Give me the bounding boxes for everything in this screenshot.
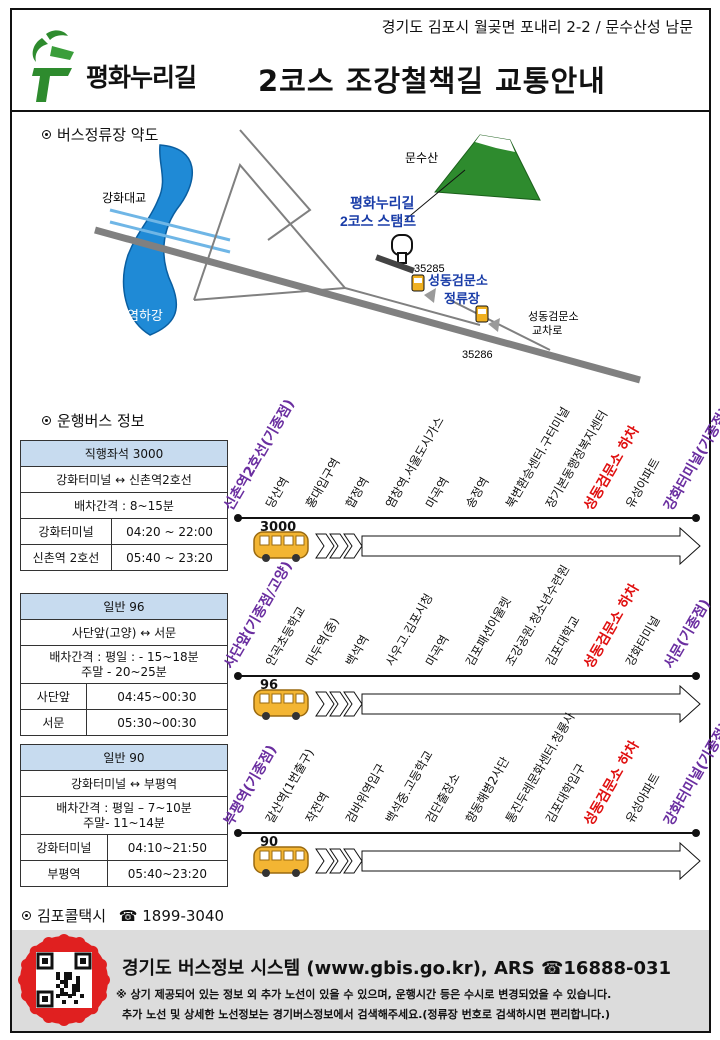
taxi-number: 1899-3040: [142, 907, 225, 925]
direction-chevron: [343, 848, 363, 874]
route-endpoint: [234, 829, 242, 837]
stamp-icon: [375, 234, 415, 274]
route-number: 96: [260, 678, 279, 693]
footer-note-1: ※ 상기 제공되어 있는 정보 외 추가 노선이 있을 수 있으며, 운행시간 …: [116, 988, 612, 1001]
direction-chevron: [329, 533, 349, 559]
direction-chevron: [329, 848, 349, 874]
brand-name: 평화누리길: [86, 63, 197, 92]
qr-code-icon[interactable]: [18, 934, 110, 1026]
direction-chevron: [315, 533, 335, 559]
footer: 경기도 버스정보 시스템 (www.gbis.go.kr), ARS ☎1688…: [12, 930, 709, 1031]
svg-text:35285: 35285: [414, 263, 445, 275]
footer-note-2: 추가 노선 및 상세한 노선정보는 경기버스정보에서 검색해주세요.(정류장 번…: [122, 1008, 611, 1021]
route-number: 3000: [260, 520, 297, 535]
svg-text:강화대교: 강화대교: [102, 191, 146, 205]
route-line-svg: [234, 829, 701, 881]
direction-chevron: [329, 691, 349, 717]
direction-chevron: [315, 848, 335, 874]
svg-text:35286: 35286: [462, 349, 493, 361]
bus-icon: [253, 689, 309, 720]
direction-arrow: [361, 684, 701, 724]
direction-chevron: [315, 691, 335, 717]
route-endpoint: [692, 829, 700, 837]
bullet-icon: [42, 130, 51, 139]
bus-icon: [253, 531, 309, 562]
route-endpoint: [692, 514, 700, 522]
svg-text:성동검문소: 성동검문소: [428, 273, 488, 288]
bus-icon: [253, 846, 309, 877]
bus-section-label: 운행버스 정보: [42, 410, 145, 431]
bullet-icon: [42, 416, 51, 425]
page-title: 2코스 조강철책길 교통안내: [258, 64, 606, 98]
route-endpoint: [692, 672, 700, 680]
gbis-info: 경기도 버스정보 시스템 (www.gbis.go.kr), ARS ☎1688…: [122, 958, 672, 979]
taxi-label: 김포콜택시: [37, 907, 107, 925]
taxi-info: 김포콜택시 ☎ 1899-3040: [22, 905, 224, 926]
address: 경기도 김포시 월곶면 포내리 2-2 / 문수산성 남문: [381, 18, 693, 36]
bus-stop-35286-icon: [475, 305, 500, 332]
bus-stop-map: 강화대교 염하강 문수산 평화누리길 2코스 스탬프 35285 성동검문소 정…: [94, 129, 641, 384]
svg-text:교차로: 교차로: [532, 324, 562, 337]
route-endpoint: [234, 514, 242, 522]
direction-chevron: [343, 691, 363, 717]
svg-text:2코스 스탬프: 2코스 스탬프: [340, 213, 416, 229]
phone-icon: ☎: [118, 907, 138, 925]
route-3000-info-table: 직행좌석 3000 강화터미널 ↔ 신촌역2호선 배차간격 : 8~15분 강화…: [19, 440, 228, 571]
direction-arrow: [361, 841, 701, 881]
route-line-svg: [234, 672, 701, 724]
route-line-svg: [234, 514, 701, 566]
svg-text:문수산: 문수산: [405, 151, 438, 165]
peace-trail-logo-icon: [32, 30, 74, 102]
page-frame: [10, 8, 711, 1033]
svg-text:성동검문소: 성동검문소: [528, 310, 579, 323]
route-number: 90: [260, 835, 279, 850]
route-endpoint: [234, 672, 242, 680]
direction-chevron: [343, 533, 363, 559]
bullet-icon: [22, 911, 31, 920]
svg-text:평화누리길: 평화누리길: [350, 195, 414, 211]
direction-arrow: [361, 526, 701, 566]
map-section-label: 버스정류장 약도: [42, 124, 158, 145]
bus-stop-35285-icon: [411, 274, 436, 303]
svg-text:염하강: 염하강: [127, 308, 163, 323]
header: 경기도 김포시 월곶면 포내리 2-2 / 문수산성 남문 평화누리길 2코스 …: [10, 8, 711, 112]
svg-text:정류장: 정류장: [444, 291, 480, 306]
